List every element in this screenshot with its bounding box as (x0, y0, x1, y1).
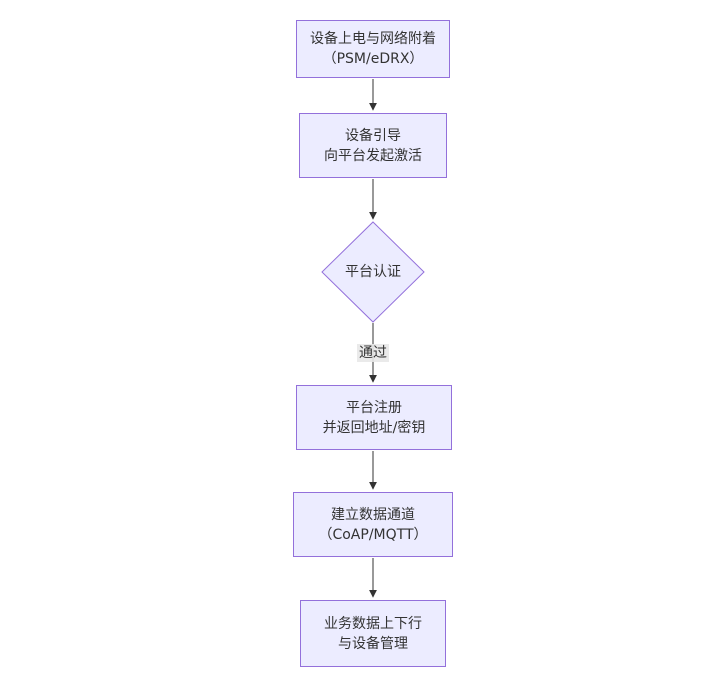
decision-diamond-label: 平台认证 (345, 264, 401, 280)
flow-node-business-data: 业务数据上下行 与设备管理 (300, 600, 446, 667)
node-label-line: 并返回地址/密钥 (322, 419, 426, 436)
flow-node-device-power-attach: 设备上电与网络附着 （PSM/eDRX） (296, 20, 450, 78)
node-label-line: （CoAP/MQTT） (318, 526, 428, 543)
node-label-line: 建立数据通道 (331, 506, 415, 523)
node-label-line: 业务数据上下行 (324, 615, 422, 632)
edge-label-pass: 通过 (357, 344, 389, 362)
flow-node-platform-register: 平台注册 并返回地址/密钥 (296, 385, 452, 450)
node-label-line: 向平台发起激活 (324, 147, 422, 164)
flow-node-device-bootstrap: 设备引导 向平台发起激活 (299, 113, 447, 178)
node-label-line: 设备上电与网络附着 (310, 31, 436, 47)
node-label-line: 与设备管理 (338, 635, 408, 652)
node-label-line: 平台注册 (346, 399, 402, 416)
flow-node-data-channel: 建立数据通道 （CoAP/MQTT） (293, 492, 453, 557)
node-label-line: 设备引导 (345, 127, 401, 144)
node-label-line: （PSM/eDRX） (322, 51, 424, 67)
